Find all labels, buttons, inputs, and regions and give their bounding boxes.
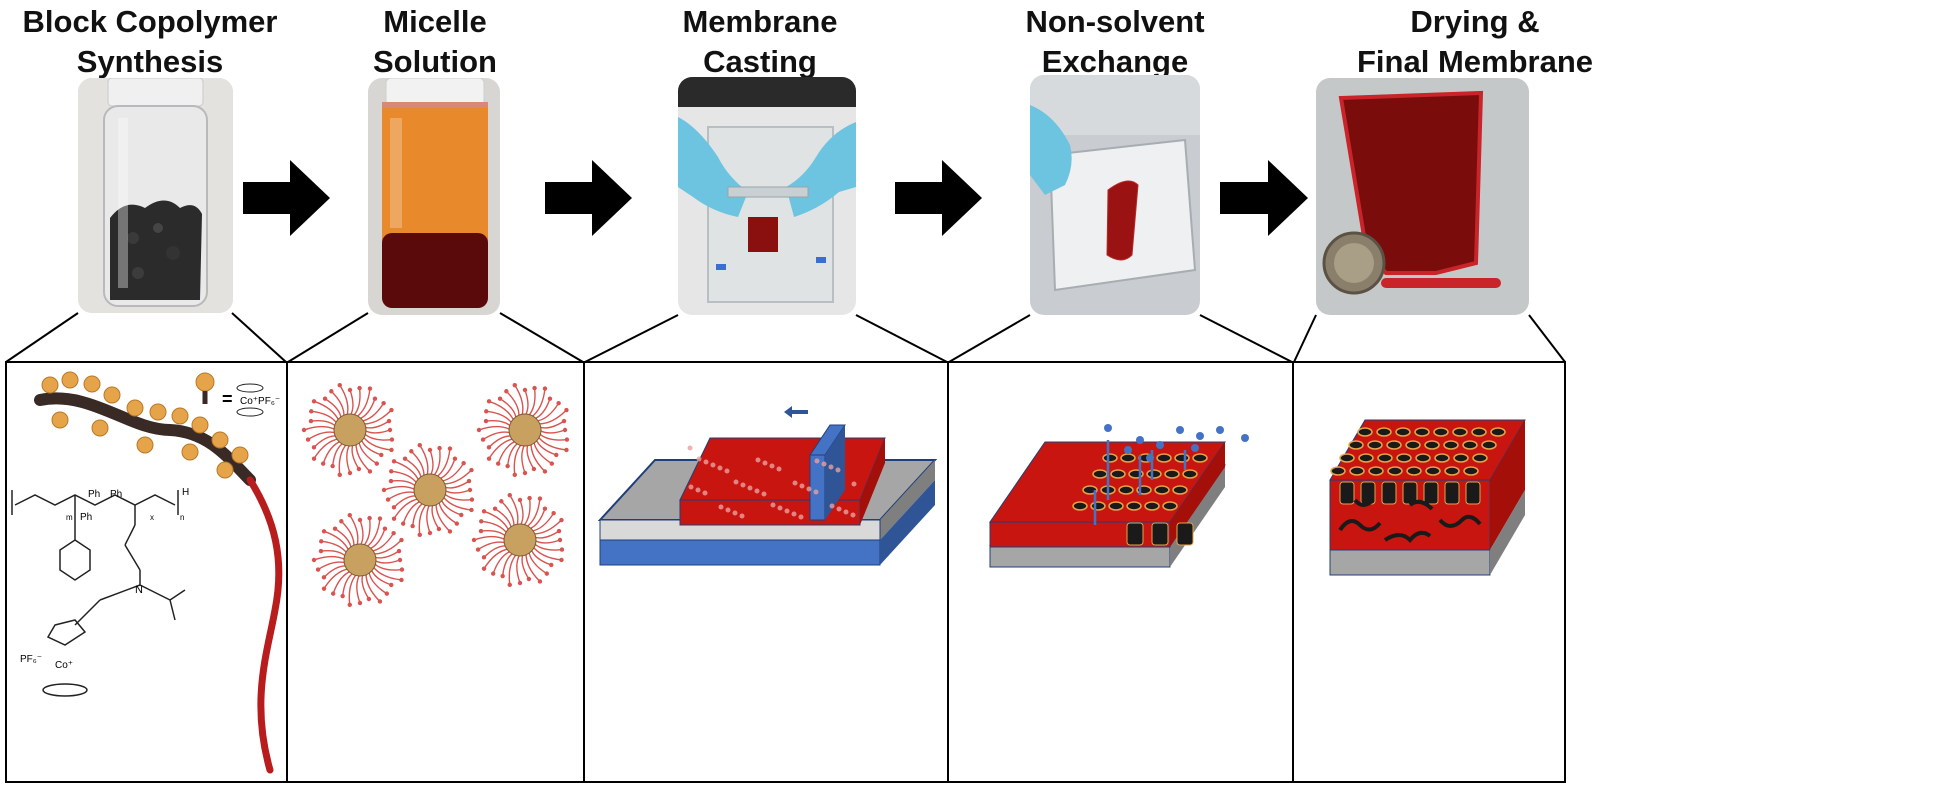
panel-final <box>1329 419 1526 576</box>
bead-row <box>41 371 249 479</box>
title-synthesis: Block Copolymer Synthesis <box>22 4 278 79</box>
panel-micelles <box>301 382 570 608</box>
micelle <box>311 512 405 608</box>
panel-frames <box>5 361 1566 783</box>
label-co: Co⁺ <box>55 660 73 671</box>
label-x: x <box>150 513 154 522</box>
micelle <box>301 382 395 478</box>
photo-micelle-vial <box>368 78 500 315</box>
photo-membrane-casting <box>678 77 856 315</box>
knife-icon <box>784 406 808 418</box>
photo-polymer-vial <box>78 78 233 313</box>
label-ph: Ph <box>110 489 122 500</box>
sponge-pores <box>1338 498 1482 543</box>
arrow-right-icon <box>545 160 632 236</box>
label-n-atom: N <box>135 584 143 596</box>
chemical-structure <box>11 490 186 697</box>
arrow-right-icon <box>895 160 982 236</box>
photo-final-membrane <box>1316 78 1529 315</box>
arrow-right-icon <box>243 160 330 236</box>
legend-equals: = <box>222 389 233 409</box>
photo-nonsolvent-exchange <box>1030 75 1200 315</box>
micelle <box>476 382 570 478</box>
flow-arrows <box>1093 440 1187 525</box>
micelle-dots <box>687 445 857 520</box>
legend-cobalt-label: Co⁺PF₆⁻ <box>240 396 280 407</box>
title-micelle: Micelle Solution <box>373 4 497 79</box>
panel-polymer: = Co⁺PF₆⁻ Ph Ph <box>11 371 283 774</box>
label-h: H <box>182 487 189 498</box>
arrows-layer <box>243 160 1308 236</box>
micelle <box>471 492 565 588</box>
panel-casting <box>597 406 938 566</box>
panel-exchange <box>989 424 1249 568</box>
arrow-right-icon <box>1220 160 1308 236</box>
connector-lines <box>5 312 1566 363</box>
title-exchange: Non-solvent Exchange <box>1025 4 1205 79</box>
pore-array <box>1330 427 1506 505</box>
title-casting: Membrane Casting <box>682 4 838 79</box>
cobaltocenium-icon <box>195 372 264 417</box>
title-final: Drying & Final Membrane <box>1357 4 1593 79</box>
label-n: n <box>180 513 184 522</box>
micelle <box>381 442 475 538</box>
label-ph: Ph <box>80 512 92 523</box>
label-ph: Ph <box>88 489 100 500</box>
label-m: m <box>66 513 73 522</box>
label-pf6: PF₆⁻ <box>20 654 42 665</box>
